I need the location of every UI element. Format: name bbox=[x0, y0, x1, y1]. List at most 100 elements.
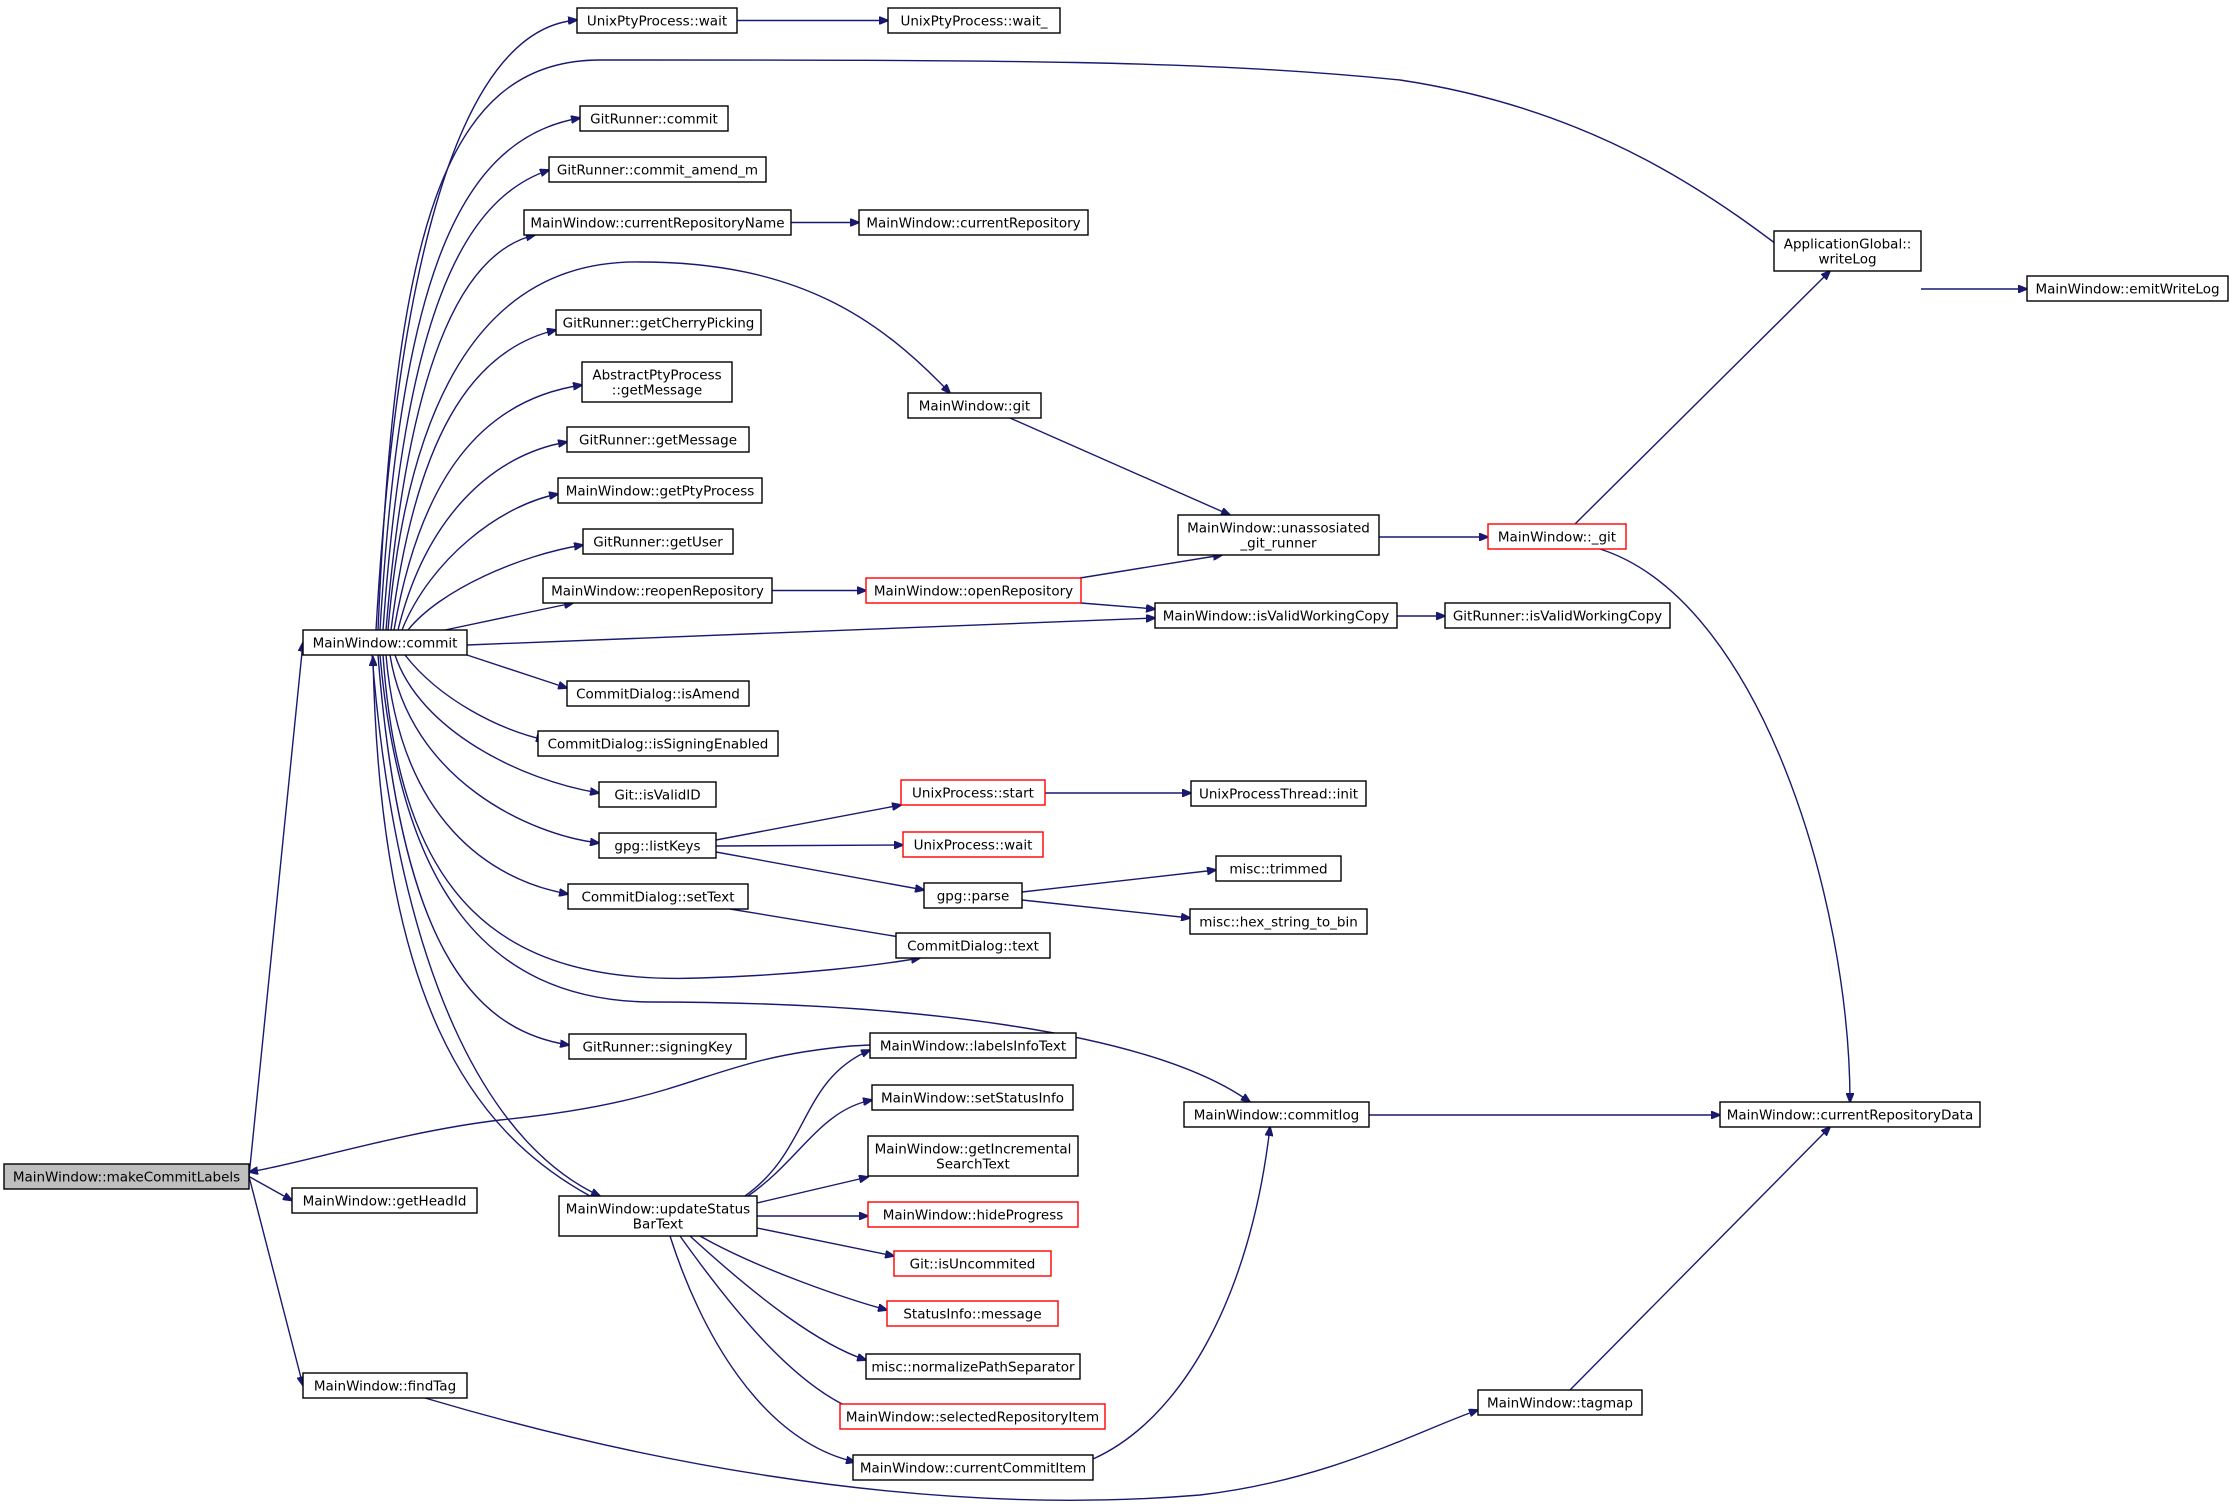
node-listKeys[interactable]: gpg::listKeys bbox=[598, 832, 717, 859]
node-box bbox=[581, 361, 733, 403]
node-grCommit[interactable]: GitRunner::commit bbox=[579, 105, 729, 132]
node-makeCommitLabels[interactable]: MainWindow::makeCommitLabels bbox=[3, 1163, 250, 1190]
node-label: MainWindow::commitlog bbox=[1194, 1108, 1359, 1124]
edge-commit-to-grCommit bbox=[379, 118, 580, 631]
node-box bbox=[865, 1353, 1081, 1380]
node-upWait[interactable]: UnixProcess::wait bbox=[902, 831, 1044, 858]
edge-updateStatus-to-isUncom bbox=[756, 1227, 894, 1256]
node-aptyGetMsg[interactable]: AbstractPtyProcess::getMessage bbox=[581, 361, 733, 403]
node-label: GitRunner::isValidWorkingCopy bbox=[1453, 609, 1662, 625]
edge-updateStatus-to-curCommitItem bbox=[669, 1235, 855, 1462]
node-getHeadId[interactable]: MainWindow::getHeadId bbox=[291, 1187, 478, 1214]
edge-updateStatus-to-normPath bbox=[689, 1235, 866, 1360]
node-curRepoData[interactable]: MainWindow::currentRepositoryData bbox=[1719, 1101, 1981, 1128]
node-labelsInfo[interactable]: MainWindow::labelsInfoText bbox=[869, 1032, 1077, 1059]
edge-updateStatus-to-setStatus bbox=[747, 1100, 872, 1197]
node-box bbox=[923, 882, 1023, 909]
node-normPath[interactable]: misc::normalizePathSeparator bbox=[865, 1353, 1081, 1380]
node-label: CommitDialog::text bbox=[907, 939, 1039, 955]
edge-curCommitItem-to-commitlog bbox=[1092, 1127, 1270, 1460]
node-label: AbstractPtyProcess bbox=[592, 368, 721, 384]
node-label: Git::isValidID bbox=[614, 788, 700, 804]
node-hex2bin[interactable]: misc::hex_string_to_bin bbox=[1189, 908, 1368, 935]
node-hideProg[interactable]: MainWindow::hideProgress bbox=[867, 1201, 1079, 1228]
node-isSigning[interactable]: CommitDialog::isSigningEnabled bbox=[537, 730, 779, 757]
node-label: UnixProcess::wait bbox=[914, 838, 1033, 854]
node-setStatus[interactable]: MainWindow::setStatusInfo bbox=[871, 1084, 1074, 1111]
node-box bbox=[867, 1135, 1079, 1177]
node-box bbox=[576, 7, 738, 34]
node-box bbox=[1487, 523, 1627, 550]
node-box bbox=[1773, 230, 1922, 272]
node-unassoc[interactable]: MainWindow::unassosiated_git_runner bbox=[1177, 514, 1380, 556]
node-_git[interactable]: MainWindow::_git bbox=[1487, 523, 1627, 550]
node-box bbox=[598, 781, 717, 808]
node-label: StatusInfo::message bbox=[903, 1307, 1041, 1323]
node-uptInit[interactable]: UnixProcessThread::init bbox=[1190, 780, 1367, 807]
node-box bbox=[2026, 275, 2229, 302]
node-findTag[interactable]: MainWindow::findTag bbox=[302, 1372, 468, 1399]
node-getCherry[interactable]: GitRunner::getCherryPicking bbox=[555, 309, 762, 336]
node-grGetMsg[interactable]: GitRunner::getMessage bbox=[566, 426, 750, 453]
edge-commit-to-listKeys bbox=[389, 654, 599, 843]
node-cdText[interactable]: CommitDialog::text bbox=[895, 932, 1051, 959]
edge-makeCommitLabels-to-getHeadId bbox=[248, 1175, 292, 1201]
node-getUser[interactable]: GitRunner::getUser bbox=[582, 528, 734, 555]
node-commit[interactable]: MainWindow::commit bbox=[302, 629, 468, 656]
node-label: Git::isUncommited bbox=[910, 1257, 1036, 1273]
node-label: MainWindow::currentRepositoryName bbox=[530, 216, 784, 232]
edge-_git-to-curRepoData bbox=[1599, 548, 1850, 1102]
node-mwGit[interactable]: MainWindow::git bbox=[907, 392, 1042, 419]
node-upStart[interactable]: UnixProcess::start bbox=[900, 779, 1046, 806]
node-statusMsg[interactable]: StatusInfo::message bbox=[886, 1300, 1059, 1327]
node-getPty[interactable]: MainWindow::getPtyProcess bbox=[557, 477, 763, 504]
node-UnixPtyWait[interactable]: UnixPtyProcess::wait bbox=[576, 7, 738, 34]
nodes-layer: MainWindow::makeCommitLabelsMainWindow::… bbox=[3, 7, 2229, 1481]
node-label: misc::normalizePathSeparator bbox=[871, 1360, 1075, 1376]
node-UnixPtyWait_[interactable]: UnixPtyProcess::wait_ bbox=[887, 7, 1061, 34]
edge-labelsInfo-to-makeCommitLabels bbox=[249, 1044, 871, 1172]
node-curRepoName[interactable]: MainWindow::currentRepositoryName bbox=[523, 209, 792, 236]
node-grCommitAmend[interactable]: GitRunner::commit_amend_m bbox=[548, 156, 767, 183]
node-appWriteLog[interactable]: ApplicationGlobal::writeLog bbox=[1773, 230, 1922, 272]
node-box bbox=[1183, 1101, 1370, 1128]
node-label: MainWindow::hideProgress bbox=[883, 1208, 1064, 1224]
node-isValidID[interactable]: Git::isValidID bbox=[598, 781, 717, 808]
edge-commit-to-setText bbox=[385, 654, 568, 894]
node-box bbox=[566, 426, 750, 453]
node-trimmed[interactable]: misc::trimmed bbox=[1215, 855, 1342, 882]
node-label: MainWindow::findTag bbox=[314, 1379, 456, 1395]
node-curRepo[interactable]: MainWindow::currentRepository bbox=[858, 209, 1089, 236]
node-box bbox=[598, 832, 717, 859]
node-setText[interactable]: CommitDialog::setText bbox=[567, 883, 749, 910]
edge-commit-to-isAmend bbox=[466, 654, 567, 688]
node-commitlog[interactable]: MainWindow::commitlog bbox=[1183, 1101, 1370, 1128]
node-box bbox=[1444, 602, 1671, 629]
node-openRepo[interactable]: MainWindow::openRepository bbox=[865, 577, 1082, 604]
node-reopen[interactable]: MainWindow::reopenRepository bbox=[542, 577, 773, 604]
node-box bbox=[1190, 780, 1367, 807]
node-label: GitRunner::signingKey bbox=[583, 1040, 733, 1056]
node-gpgParse[interactable]: gpg::parse bbox=[923, 882, 1023, 909]
node-label: SearchText bbox=[936, 1157, 1010, 1173]
node-box bbox=[558, 1195, 758, 1237]
edge-tagmap-to-curRepoData bbox=[1569, 1127, 1830, 1391]
node-curCommitItem[interactable]: MainWindow::currentCommitItem bbox=[852, 1454, 1094, 1481]
node-box bbox=[542, 577, 773, 604]
node-grIsValidWC[interactable]: GitRunner::isValidWorkingCopy bbox=[1444, 602, 1671, 629]
edge-commit-to-updateStatus bbox=[371, 654, 600, 1196]
node-emitWriteLog[interactable]: MainWindow::emitWriteLog bbox=[2026, 275, 2229, 302]
node-label: UnixPtyProcess::wait_ bbox=[900, 14, 1047, 30]
node-tagmap[interactable]: MainWindow::tagmap bbox=[1477, 1389, 1643, 1416]
node-box bbox=[3, 1163, 250, 1190]
node-label: UnixProcessThread::init bbox=[1199, 787, 1358, 803]
node-selRepoItem[interactable]: MainWindow::selectedRepositoryItem bbox=[839, 1403, 1106, 1430]
edge-commit-to-isValidWC bbox=[466, 618, 1155, 646]
node-isAmend[interactable]: CommitDialog::isAmend bbox=[566, 680, 750, 707]
edge-commit-to-signingKey bbox=[377, 654, 569, 1045]
node-signingKey[interactable]: GitRunner::signingKey bbox=[568, 1033, 747, 1060]
node-isValidWC[interactable]: MainWindow::isValidWorkingCopy bbox=[1154, 602, 1398, 629]
node-isUncom[interactable]: Git::isUncommited bbox=[893, 1250, 1052, 1277]
